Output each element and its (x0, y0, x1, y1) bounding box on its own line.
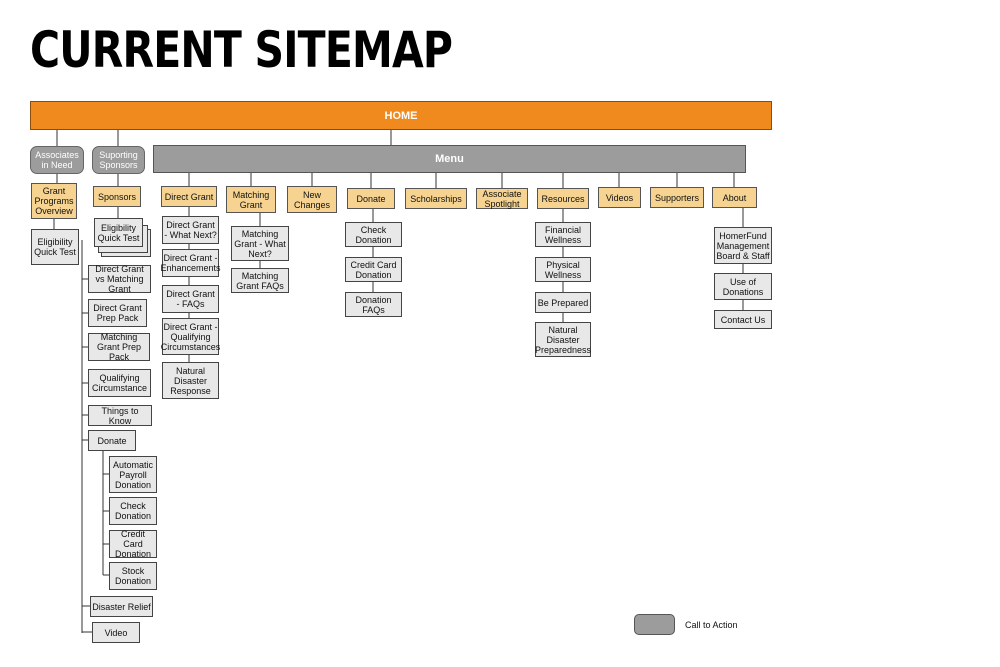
page-title: CURRENT SITEMAP (30, 21, 453, 79)
credit-card-donation-node[interactable]: Credit Card Donation (345, 257, 402, 282)
video-node[interactable]: Video (92, 622, 140, 643)
legend-call-to-action-label: Call to Action (685, 620, 738, 630)
natural-disaster-preparedness-node[interactable]: Natural Disaster Preparedness (535, 322, 591, 357)
mg-what-next-node[interactable]: Matching Grant - What Next? (231, 226, 289, 261)
qualifying-circumstance-node[interactable]: Qualifying Circumstance (88, 369, 151, 397)
things-to-know-node[interactable]: Things to Know (88, 405, 152, 426)
dg-what-next-node[interactable]: Direct Grant - What Next? (162, 216, 219, 244)
resources-node[interactable]: Resources (537, 188, 589, 209)
eligibility-quick-test-sponsor-node[interactable]: Eligibility Quick Test (94, 218, 143, 247)
dg-faqs-node[interactable]: Direct Grant - FAQs (162, 285, 219, 313)
donation-faqs-node[interactable]: Donation FAQs (345, 292, 402, 317)
sponsor-credit-card-node[interactable]: Credit Card Donation (109, 529, 157, 559)
mg-faqs-node[interactable]: Matching Grant FAQs (231, 268, 289, 293)
supporting-sponsors-node[interactable]: Suporting Sponsors (92, 146, 145, 174)
stock-donation-node[interactable]: Stock Donation (109, 562, 157, 590)
eligibility-quick-test-node[interactable]: Eligibility Quick Test (31, 229, 79, 265)
supporters-node[interactable]: Supporters (650, 187, 704, 208)
contact-us-node[interactable]: Contact Us (714, 310, 772, 329)
dg-prep-pack-node[interactable]: Direct Grant Prep Pack (88, 299, 147, 327)
menu-node[interactable]: Menu (153, 145, 746, 173)
dg-enhancements-node[interactable]: Direct Grant - Enhancements (160, 249, 221, 277)
automatic-payroll-node[interactable]: Automatic Payroll Donation (109, 456, 157, 493)
donate-node[interactable]: Donate (347, 188, 395, 209)
matching-grant-node[interactable]: Matching Grant (226, 186, 276, 213)
use-of-donations-node[interactable]: Use of Donations (714, 273, 772, 300)
dg-vs-mg-node[interactable]: Direct Grant vs Matching Grant (88, 264, 151, 294)
associates-in-need-node[interactable]: Associates in Need (30, 146, 84, 174)
management-board-node[interactable]: HomerFund Management Board & Staff (714, 227, 772, 264)
disaster-relief-node[interactable]: Disaster Relief (90, 596, 153, 617)
sponsors-node[interactable]: Sponsors (93, 186, 141, 207)
home-node[interactable]: HOME (30, 101, 772, 130)
check-donation-node[interactable]: Check Donation (345, 222, 402, 247)
be-prepared-node[interactable]: Be Prepared (535, 292, 591, 313)
mg-prep-pack-node[interactable]: Matching Grant Prep Pack (88, 332, 150, 362)
dg-qualifying-node[interactable]: Direct Grant - Qualifying Circumstances (161, 318, 220, 355)
scholarships-node[interactable]: Scholarships (405, 188, 467, 209)
about-node[interactable]: About (712, 187, 757, 208)
grant-programs-overview-node[interactable]: Grant Programs Overview (31, 183, 77, 219)
videos-node[interactable]: Videos (598, 187, 641, 208)
natural-disaster-response-node[interactable]: Natural Disaster Response (162, 362, 219, 399)
sponsor-check-donation-node[interactable]: Check Donation (109, 497, 157, 525)
legend-call-to-action-swatch (634, 614, 675, 635)
associate-spotlight-node[interactable]: Associate Spotlight (476, 188, 528, 209)
physical-wellness-node[interactable]: Physical Wellness (535, 257, 591, 282)
new-changes-node[interactable]: New Changes (287, 186, 337, 213)
sponsor-donate-node[interactable]: Donate (88, 430, 136, 451)
direct-grant-node[interactable]: Direct Grant (161, 186, 217, 207)
financial-wellness-node[interactable]: Financial Wellness (535, 222, 591, 247)
